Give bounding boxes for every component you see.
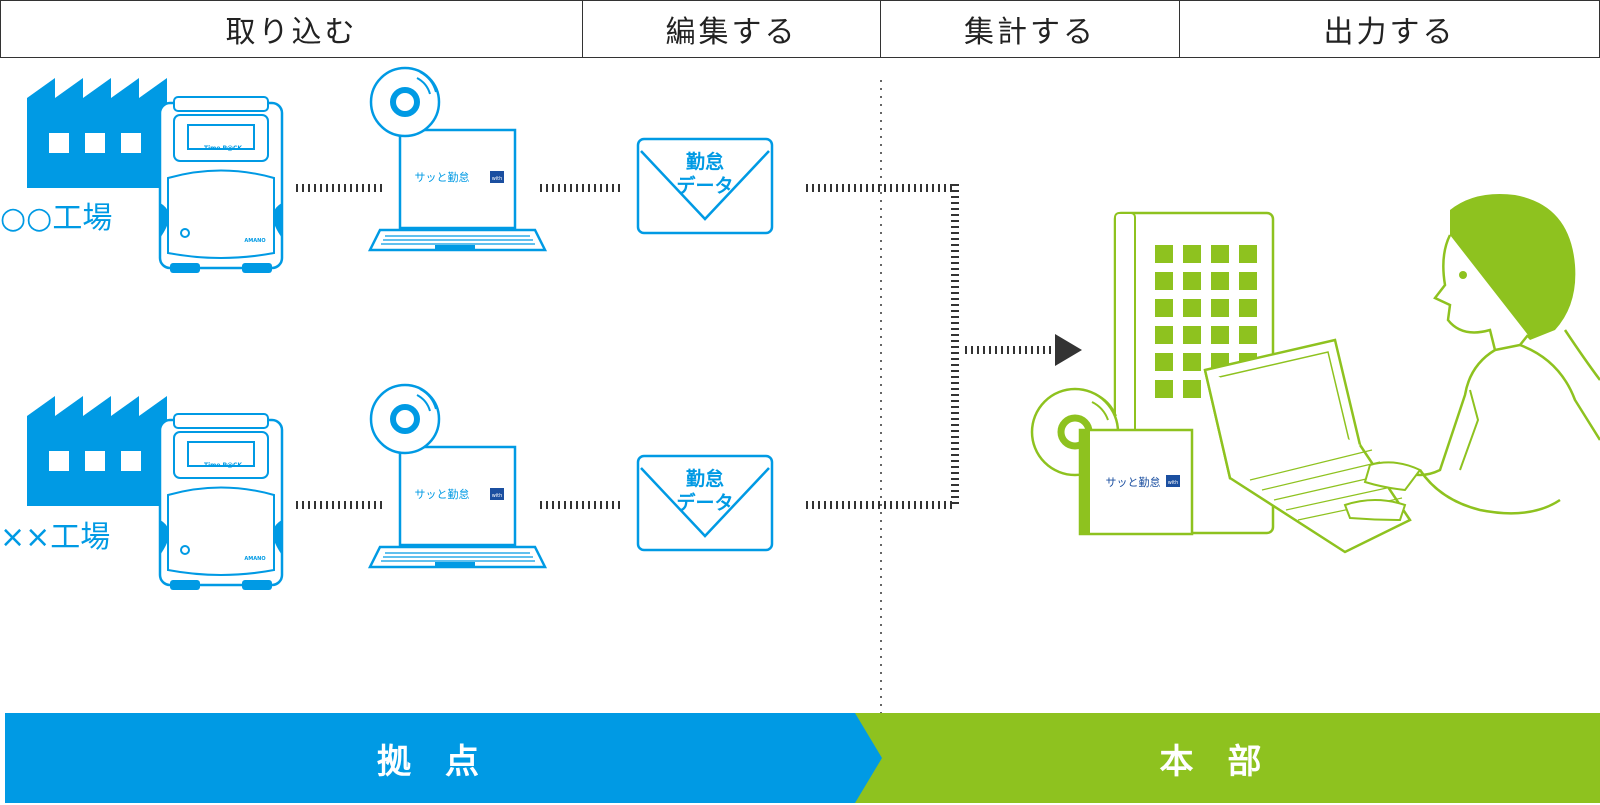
bar-site-label: 拠点 — [377, 741, 513, 782]
bar-headquarters-label: 本部 — [1159, 741, 1296, 782]
software-badge — [490, 488, 504, 500]
clock-maker-label: AMANO — [244, 556, 265, 562]
software-badge-label: with — [492, 493, 503, 499]
step-output: 出力する — [1179, 0, 1600, 58]
step-aggregate: 集計する — [880, 0, 1180, 58]
software-box-badge — [1166, 475, 1180, 487]
software-box-label: サッと勤怠 — [1106, 475, 1161, 489]
envelope-label-2: データ — [676, 491, 733, 514]
software-label: サッと勤怠 — [415, 487, 470, 501]
step-header: 取り込む 編集する 集計する 出力する — [0, 0, 1600, 60]
site-label: ××工場 — [0, 520, 110, 555]
software-badge — [490, 171, 504, 183]
flow-connectors — [296, 184, 1052, 509]
factory-icon — [27, 78, 167, 188]
bar-headquarters: 本部 — [855, 713, 1600, 803]
software-badge-label: with — [492, 176, 503, 182]
laptop-disc-icon — [370, 385, 545, 567]
site-label: ○○工場 — [0, 201, 112, 236]
software-label: サッと勤怠 — [415, 170, 470, 184]
person-icon — [1343, 194, 1600, 522]
factory-icon — [27, 396, 167, 506]
laptop-disc-icon — [370, 68, 545, 250]
arrow-head-icon — [1055, 334, 1082, 366]
envelope-label-1: 勤怠 — [686, 150, 724, 173]
clock-brand-label: Time P@CK — [204, 462, 242, 469]
clock-brand-label: Time P@CK — [204, 145, 242, 152]
time-clock-icon — [158, 412, 284, 592]
envelope-label-2: データ — [676, 174, 733, 197]
time-clock-icon — [158, 95, 284, 275]
bar-site: 拠点 — [5, 713, 885, 803]
software-box-badge-label: with — [1168, 480, 1179, 486]
envelope-label-1: 勤怠 — [686, 467, 724, 490]
step-import: 取り込む — [0, 0, 583, 58]
step-edit: 編集する — [582, 0, 881, 58]
clock-maker-label: AMANO — [244, 238, 265, 244]
